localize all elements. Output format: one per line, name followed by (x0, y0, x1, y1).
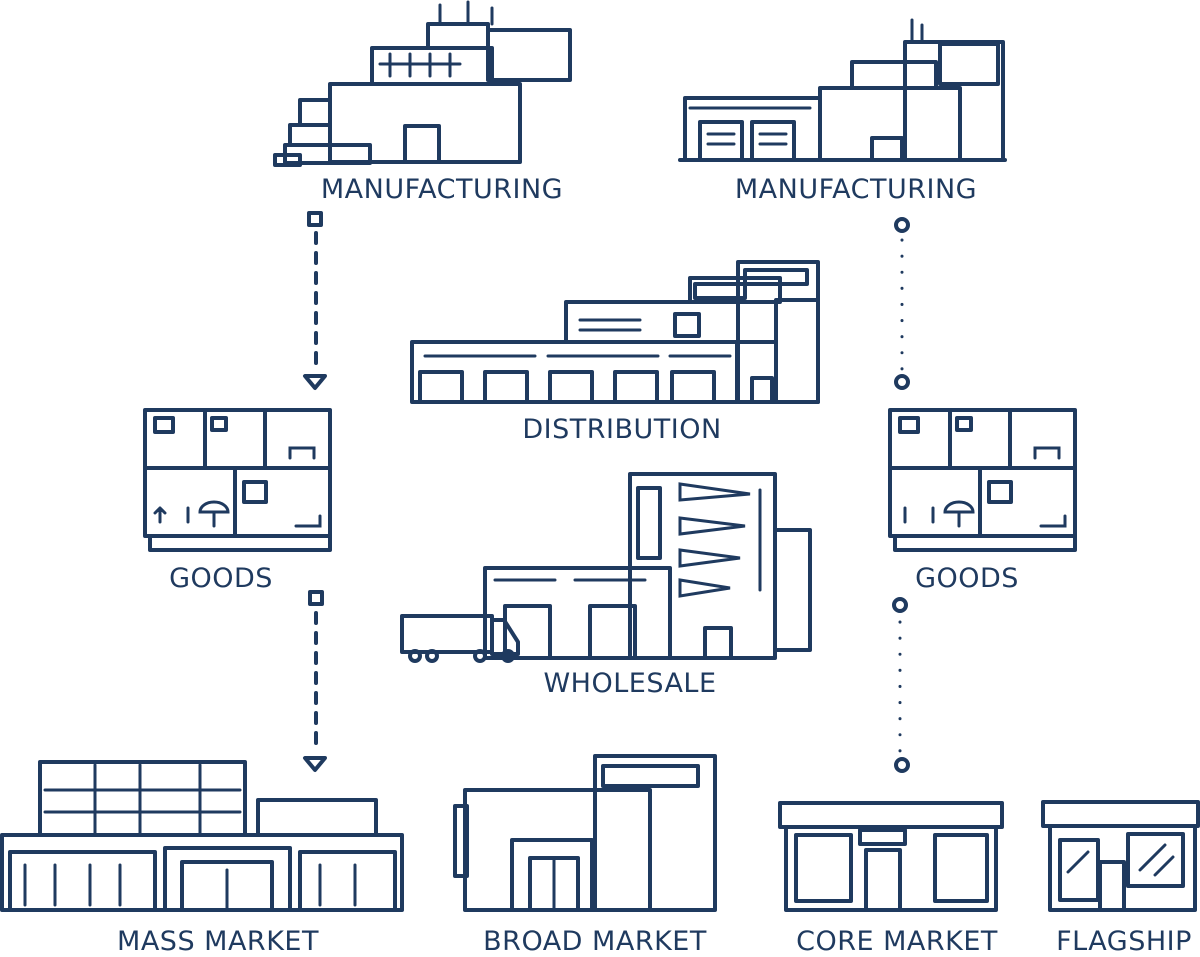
core-market-label: CORE MARKET (796, 926, 998, 957)
distribution-building-icon (410, 260, 820, 404)
flagship-building-icon (1041, 800, 1200, 912)
goods-left-label: GOODS (169, 563, 273, 594)
flagship-label: FLAGSHIP (1056, 926, 1192, 957)
core-market-building-icon (778, 801, 1004, 912)
mass-market-label: MASS MARKET (117, 926, 319, 957)
manufacturing-right-building-icon (678, 18, 1007, 162)
connector-dotted-right (892, 217, 910, 773)
broad-market-label: BROAD MARKET (483, 926, 707, 957)
manufacturing-left-label: MANUFACTURING (320, 174, 564, 205)
connector-dashed-left (303, 211, 327, 772)
distribution-label: DISTRIBUTION (522, 414, 722, 445)
wholesale-label: WHOLESALE (543, 668, 717, 699)
manufacturing-left-building-icon (273, 0, 572, 167)
goods-left-boxes-icon (143, 408, 332, 552)
wholesale-building-icon (400, 472, 812, 663)
goods-right-label: GOODS (915, 563, 1019, 594)
broad-market-building-icon (453, 754, 717, 912)
manufacturing-right-label: MANUFACTURING (734, 174, 978, 205)
mass-market-building-icon (0, 760, 404, 912)
goods-right-boxes-icon (888, 408, 1077, 552)
